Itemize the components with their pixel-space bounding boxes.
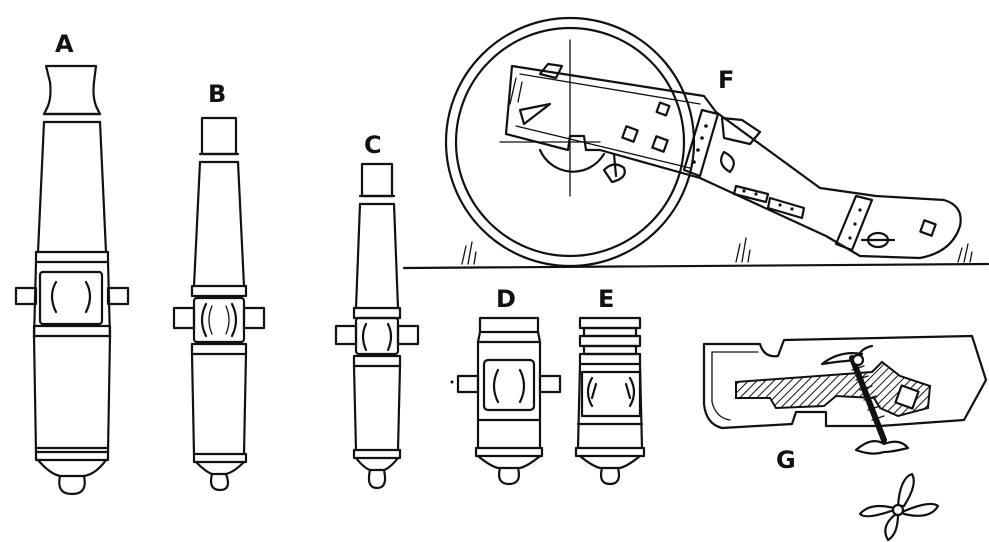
trail [504,64,962,260]
wheel-outer [444,16,696,268]
cannon-b: B [172,80,266,492]
label-b: B [208,80,226,108]
cannon-e: E [574,285,646,486]
label-d: D [496,285,516,313]
label-f: F [718,66,734,94]
hub [538,148,606,173]
label-c: C [364,131,382,159]
wheel-inner [454,26,686,258]
screw-housing [735,360,932,418]
elevating-mechanism-g: G [702,334,988,474]
label-a: A [55,30,74,58]
cannon-a: A [14,30,130,496]
cannon-c: C [334,131,420,490]
ground [402,237,989,270]
label-e: E [598,285,614,313]
cannon-d: D [450,285,562,486]
gun-carriage-f: F [444,16,962,268]
label-g: G [776,446,796,474]
handwheel [858,472,940,542]
